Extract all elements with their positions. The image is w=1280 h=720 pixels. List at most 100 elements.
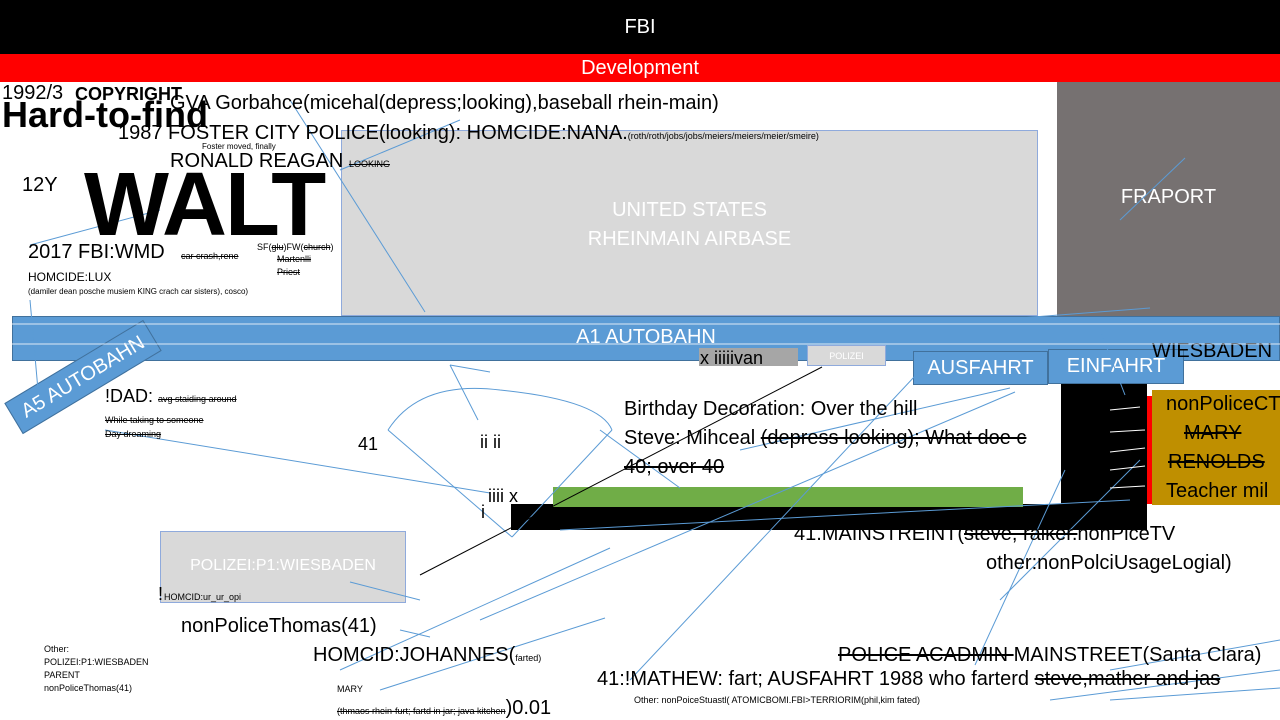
foster-city-small: (roth/roth/jobs/jobs/meiers/meiers/meier…: [627, 131, 819, 141]
day-dreaming: Day dreaming: [105, 429, 162, 439]
connector-line: [1119, 157, 1186, 221]
page-title: FBI: [624, 15, 656, 38]
sf-church: church: [303, 242, 331, 252]
sf-fw-text: SF(glu)FW(church): [257, 242, 334, 252]
other-line-2: POLIZEI:P1:WIESBADEN: [44, 657, 149, 667]
polizei-small-box: POLIZEI: [807, 345, 886, 366]
sf-end: ): [330, 242, 334, 252]
other-line-4: nonPoliceThomas(41): [44, 683, 133, 693]
gold-box-text: nonPoliceCT MARY RENOLDS Teacher mil: [1166, 390, 1280, 506]
mainstreint-a: 41.MAINSTREINT(: [794, 523, 965, 545]
connector-line: [559, 499, 1131, 531]
gva-text: GVA Gorbahce(micehal(depress;looking),ba…: [170, 92, 719, 114]
gold-line-3: RENOLDS: [1168, 451, 1265, 473]
connector-line: [599, 429, 681, 489]
police-acad-struck: POLICE ACADMIN: [838, 644, 1014, 666]
sf-mid: )FW(: [283, 242, 304, 252]
mainstreint-c: nonPiceTV: [1077, 523, 1176, 545]
grey-marker: [699, 348, 798, 366]
other-list: Other: POLIZEI:P1:WIESBADEN PARENT nonPo…: [44, 643, 149, 695]
development-banner: Development: [0, 54, 1280, 82]
nonpolice-thomas: nonPoliceThomas(41): [181, 615, 377, 637]
copyright-year: 1992/3: [2, 82, 64, 104]
foster-city-text: 1987 FOSTER CITY POLICE(looking): HOMCID…: [118, 122, 819, 145]
sf-prefix: SF(: [257, 242, 272, 252]
dad-small: avg staiding around: [158, 394, 237, 404]
connector-line: [289, 99, 426, 313]
connector-line: [1049, 669, 1280, 701]
connector-line: [1109, 639, 1280, 671]
bang-text: !: [158, 584, 164, 604]
other-line-3: PARENT: [44, 670, 80, 680]
connector-line: [339, 547, 611, 671]
airbase-label: UNITED STATES RHEINMAIN AIRBASE: [341, 196, 1038, 254]
hard-to-find: Hard-to-find: [2, 94, 208, 135]
black-connector: [419, 366, 823, 576]
mathew-text: 41:!MATHEW: fart; AUSFAHRT 1988 who fart…: [597, 668, 1280, 691]
connector-line: [479, 391, 1016, 621]
other-bottom: Other: nonPoiceStuastl( ATOMICBOMI.FBI>T…: [634, 695, 920, 705]
xiiii-text: x iiiiivan: [700, 348, 764, 368]
airbase-line-2: RHEINMAIN AIRBASE: [587, 228, 792, 250]
gold-line-1: nonPoliceCT: [1166, 393, 1280, 415]
reagan-main: RONALD REAGAN: [170, 150, 344, 172]
steve-a: Steve: Mihceal: [624, 427, 761, 449]
connector-line: [629, 359, 931, 681]
black-bar: [511, 504, 1147, 530]
airbase-box: [341, 130, 1038, 316]
car-crash: car crash,rene: [181, 251, 239, 261]
ausfahrt-box: AUSFAHRT: [913, 351, 1048, 385]
reagan-text: RONALD REAGAN LOOKING: [170, 150, 390, 173]
connector-line: [339, 119, 461, 171]
connector-line: [104, 429, 491, 494]
police-acad-text: POLICE ACADMIN MAINSTREET(Santa Clara): [838, 644, 1261, 667]
connector-line: [1099, 329, 1126, 396]
black-building: [1061, 384, 1147, 504]
police-box: [160, 531, 406, 603]
dad-text: !DAD: avg staiding around: [105, 386, 237, 407]
forty-over: 40; over 40: [624, 456, 725, 478]
mathew-b: steve,mather and jas: [1034, 668, 1221, 690]
mathew-a: 41:!MATHEW: fart; AUSFAHRT 1988 who fart…: [597, 668, 1035, 690]
wiesbaden-label: WIESBADEN: [1152, 340, 1273, 362]
farted-small: farted): [515, 653, 542, 663]
einfahrt-box: EINFAHRT: [1048, 349, 1184, 384]
fraport-label: FRAPORT: [1120, 186, 1217, 208]
steve-text: Steve: Mihceal (depress looking); What d…: [624, 427, 1060, 450]
homcid-johannes-main: HOMCID:JOHANNES(: [313, 644, 516, 666]
foster-moved: Foster moved, finally: [202, 142, 276, 151]
iiii-x: iiii x: [488, 486, 518, 506]
connector-line: [739, 387, 1011, 451]
white-tick: [1109, 447, 1146, 453]
steve-b: (depress looking); What doe c: [760, 427, 1027, 449]
sf-struck: glu: [271, 242, 284, 252]
white-tick: [1109, 406, 1141, 411]
connector-line: [387, 387, 613, 431]
connector-line: [29, 299, 39, 391]
i-text: i: [481, 502, 485, 522]
polizei-small-label: POLIZEI: [829, 350, 864, 361]
homcid-johannes: HOMCID:JOHANNES(farted): [313, 644, 541, 667]
forty-one: 41: [358, 434, 379, 454]
gold-line-2: MARY: [1184, 422, 1242, 444]
priest: Priest: [277, 267, 301, 277]
birthday-text: Birthday Decoration: Over the hill: [624, 398, 918, 420]
green-bar: [553, 487, 1023, 507]
white-tick: [1109, 429, 1146, 433]
homcide-lux: HOMCIDE:LUX: [28, 270, 112, 284]
connector-line: [379, 617, 606, 691]
twelve-y: 12Y: [22, 174, 58, 196]
homcid-ur: HOMCID:ur_ur_opi: [164, 592, 242, 602]
gold-box: [1152, 390, 1280, 505]
connector-line: [449, 364, 479, 421]
other-line-1: Other:: [44, 644, 70, 654]
thmaos-text: (thmaos rhein-furt; fartd in jar; java k…: [337, 697, 551, 720]
foster-city-main: 1987 FOSTER CITY POLICE(looking): HOMCID…: [118, 122, 628, 144]
development-label: Development: [581, 56, 699, 79]
a1-autobahn-label: A1 AUTOBAHN: [576, 326, 716, 348]
connector-line: [399, 629, 431, 638]
thmaos-small: (thmaos rhein-furt; fartd in jar; java k…: [337, 706, 506, 716]
connector-line: [387, 429, 513, 538]
connector-line: [1019, 307, 1151, 319]
